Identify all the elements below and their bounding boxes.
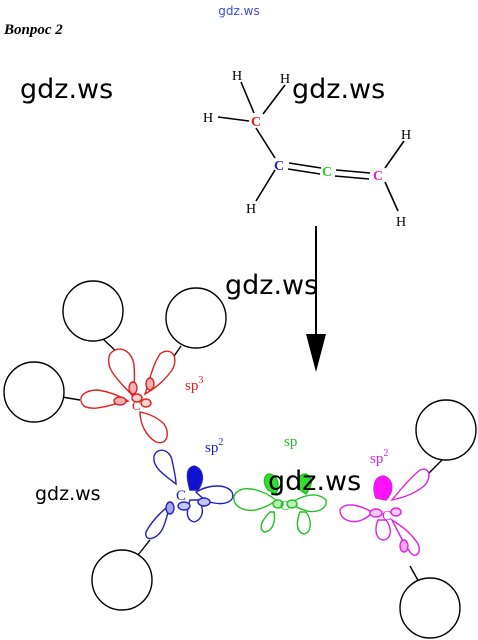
bond-h2	[262, 84, 286, 115]
hydrogen-sphere	[399, 577, 461, 639]
orbital-carbon-magenta-label: C	[382, 509, 391, 524]
h-label: H	[203, 111, 213, 126]
carbon-1-label: C	[251, 115, 261, 130]
orbital-carbon-blue-label: C	[176, 488, 186, 504]
label-sp: sp	[284, 434, 297, 450]
bond-c3-c4-a	[335, 169, 371, 174]
question-heading: Вопрос 2	[4, 22, 63, 38]
hydrogen-spheres	[3, 280, 477, 639]
hydrogen-sphere	[415, 399, 477, 461]
watermark: gdz.ws	[292, 74, 386, 105]
orbital-carbon-magenta	[339, 468, 430, 556]
hydrogen-sphere	[62, 280, 124, 342]
label-sp2-left: sp2	[205, 437, 223, 456]
carbon-2-label: C	[274, 159, 284, 174]
bond-c1-c2	[255, 127, 276, 159]
bond-c2-c3-a	[288, 162, 322, 169]
bond-c2-c3-b	[287, 168, 321, 175]
structural-formula	[217, 81, 405, 212]
watermark: gdz.ws	[20, 74, 114, 105]
orbital-carbon-red-label: C	[132, 398, 141, 413]
site-link[interactable]: gdz.ws	[218, 4, 260, 18]
orbital-carbon-green	[233, 473, 327, 535]
carbon-4-label: C	[373, 169, 383, 184]
orbital-carbon-green-label: C	[280, 499, 289, 514]
label-sp2-right: sp2	[370, 448, 388, 467]
orbital-carbon-blue	[145, 449, 234, 540]
hydrogen-sphere	[165, 287, 227, 349]
orbital-carbon-red	[80, 348, 176, 444]
bond-h3	[217, 116, 250, 122]
watermark: gdz.ws	[268, 466, 362, 497]
structural-labels: H H H H H H C C C C	[203, 69, 411, 230]
bond-h6	[384, 181, 399, 212]
label-sp3: sp3	[185, 375, 203, 394]
carbon-3-label: C	[322, 165, 332, 180]
watermark: gdz.ws	[225, 270, 319, 301]
bond-c3-c4-b	[334, 175, 370, 180]
watermark: gdz.ws	[35, 483, 101, 505]
h-label: H	[401, 128, 411, 143]
hybridization-labels: sp3 sp2 sp sp2	[185, 375, 388, 467]
hydrogen-sphere	[91, 549, 153, 611]
hydrogen-sphere	[3, 361, 65, 423]
h-label: H	[280, 72, 290, 87]
h-label: H	[232, 69, 242, 84]
bond-h5	[384, 140, 405, 169]
bond-h1	[240, 81, 255, 114]
h-label: H	[396, 215, 406, 230]
down-arrow	[306, 226, 326, 372]
bond-h4	[255, 169, 276, 202]
h-label: H	[246, 202, 256, 217]
